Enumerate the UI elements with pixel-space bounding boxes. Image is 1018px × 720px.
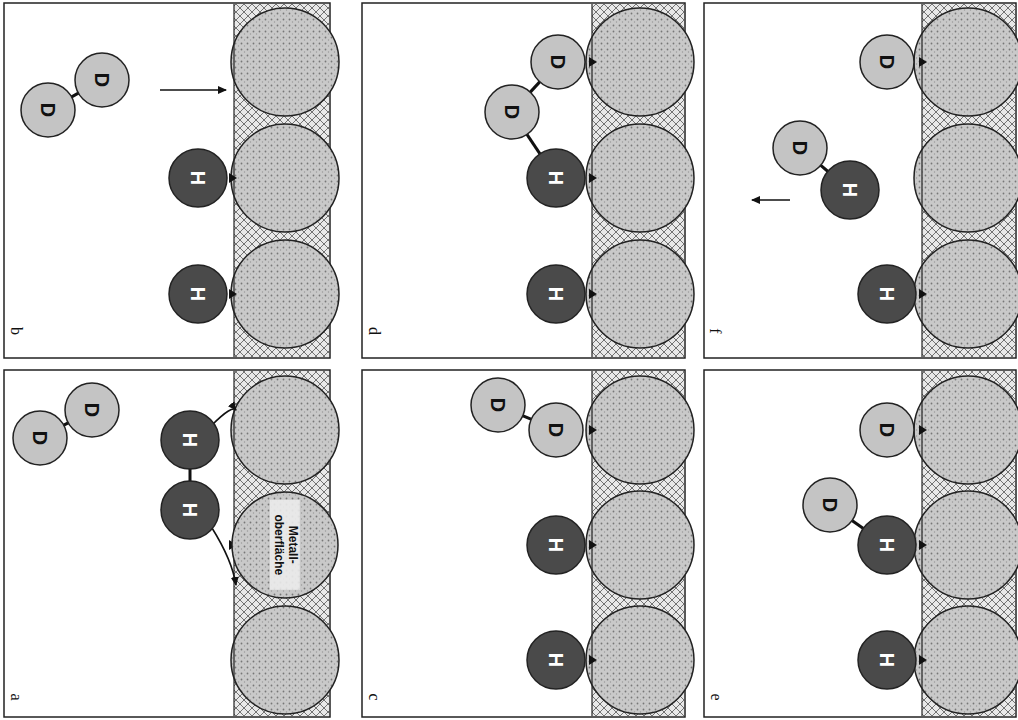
approach-arrow <box>160 89 226 91</box>
atom-circle: D <box>772 120 828 176</box>
atom-symbol: H <box>180 503 200 517</box>
charge-mark <box>919 540 927 550</box>
metal-atom <box>586 8 694 116</box>
atom-circle: D <box>12 410 68 466</box>
charge-mark <box>589 173 597 183</box>
charge-mark <box>229 173 237 183</box>
atom-symbol: H <box>877 538 897 552</box>
atom-symbol: D <box>488 398 508 412</box>
metal-atom <box>914 124 1018 232</box>
panel-letter: a <box>7 693 25 700</box>
atom-circle: D <box>64 382 120 438</box>
metal-atom <box>586 240 694 348</box>
panel-letter: d <box>365 327 383 335</box>
atom-circle: H <box>160 410 220 470</box>
metal-atom: Metall- oberfläche <box>231 491 339 599</box>
atom-circle: D <box>859 34 915 90</box>
charge-mark <box>589 289 597 299</box>
charge-mark <box>589 425 597 435</box>
atom-symbol: H <box>546 538 566 552</box>
metal-atom <box>914 8 1018 116</box>
atom-symbol: D <box>502 105 522 119</box>
surface-line <box>233 4 234 357</box>
atom-circle: H <box>160 480 220 540</box>
atom-symbol: H <box>546 171 566 185</box>
metal-atom <box>231 124 339 232</box>
charge-mark <box>919 289 927 299</box>
metal-atom <box>231 8 339 116</box>
atom-circle: H <box>526 264 586 324</box>
atom-symbol: D <box>82 403 102 417</box>
bond-line <box>526 134 540 155</box>
atom-symbol: D <box>92 73 112 87</box>
atom-circle: D <box>74 52 130 108</box>
bond-line <box>530 81 541 93</box>
metal-atom <box>231 376 339 484</box>
atom-circle: H <box>857 630 917 690</box>
atom-circle: D <box>859 402 915 458</box>
atom-symbol: H <box>840 183 860 197</box>
atom-symbol: H <box>546 287 566 301</box>
atom-symbol: D <box>30 431 50 445</box>
atom-circle: H <box>526 148 586 208</box>
panel-letter: f <box>706 328 724 333</box>
atom-circle: D <box>530 34 586 90</box>
charge-mark <box>229 289 237 299</box>
charge-mark <box>589 655 597 665</box>
surface-line <box>921 4 922 357</box>
atom-symbol: H <box>546 653 566 667</box>
atom-circle: D <box>20 82 76 138</box>
atom-symbol: H <box>188 287 208 301</box>
charge-mark <box>919 655 927 665</box>
atom-circle: D <box>484 84 540 140</box>
atom-symbol: D <box>820 498 840 512</box>
atom-circle: H <box>526 515 586 575</box>
atom-symbol: D <box>548 55 568 69</box>
metal-atom <box>586 124 694 232</box>
atom-circle: H <box>168 264 228 324</box>
atom-symbol: H <box>877 287 897 301</box>
atom-circle: H <box>857 264 917 324</box>
atom-circle: D <box>470 377 526 433</box>
approach-arrow <box>212 409 236 425</box>
atom-circle: D <box>802 477 858 533</box>
atom-symbol: H <box>180 433 200 447</box>
metal-atom <box>914 491 1018 599</box>
metal-atom <box>586 491 694 599</box>
charge-mark <box>919 425 927 435</box>
panel-letter: e <box>707 693 725 700</box>
atom-symbol: H <box>877 653 897 667</box>
atom-circle: H <box>526 630 586 690</box>
atom-symbol: D <box>38 103 58 117</box>
metal-atom <box>586 376 694 484</box>
atom-symbol: D <box>790 141 810 155</box>
metal-atom <box>914 606 1018 714</box>
panel-letter: c <box>365 693 383 700</box>
charge-mark <box>919 57 927 67</box>
atom-circle: D <box>528 402 584 458</box>
metal-atom <box>231 240 339 348</box>
surface-label: Metall- oberfläche <box>270 500 300 590</box>
metal-atom <box>914 240 1018 348</box>
charge-mark <box>589 540 597 550</box>
desorb-arrow <box>752 199 790 201</box>
metal-atom <box>914 376 1018 484</box>
bond-line <box>189 468 192 482</box>
panel-letter: b <box>7 327 25 335</box>
charge-mark <box>589 57 597 67</box>
metal-atom <box>586 606 694 714</box>
atom-symbol: D <box>877 55 897 69</box>
atom-symbol: H <box>188 171 208 185</box>
atom-symbol: D <box>546 423 566 437</box>
atom-circle: H <box>168 148 228 208</box>
atom-circle: H <box>820 160 880 220</box>
atom-symbol: D <box>877 423 897 437</box>
metal-atom <box>231 606 339 714</box>
bond-line <box>851 520 864 529</box>
atom-circle: H <box>857 515 917 575</box>
